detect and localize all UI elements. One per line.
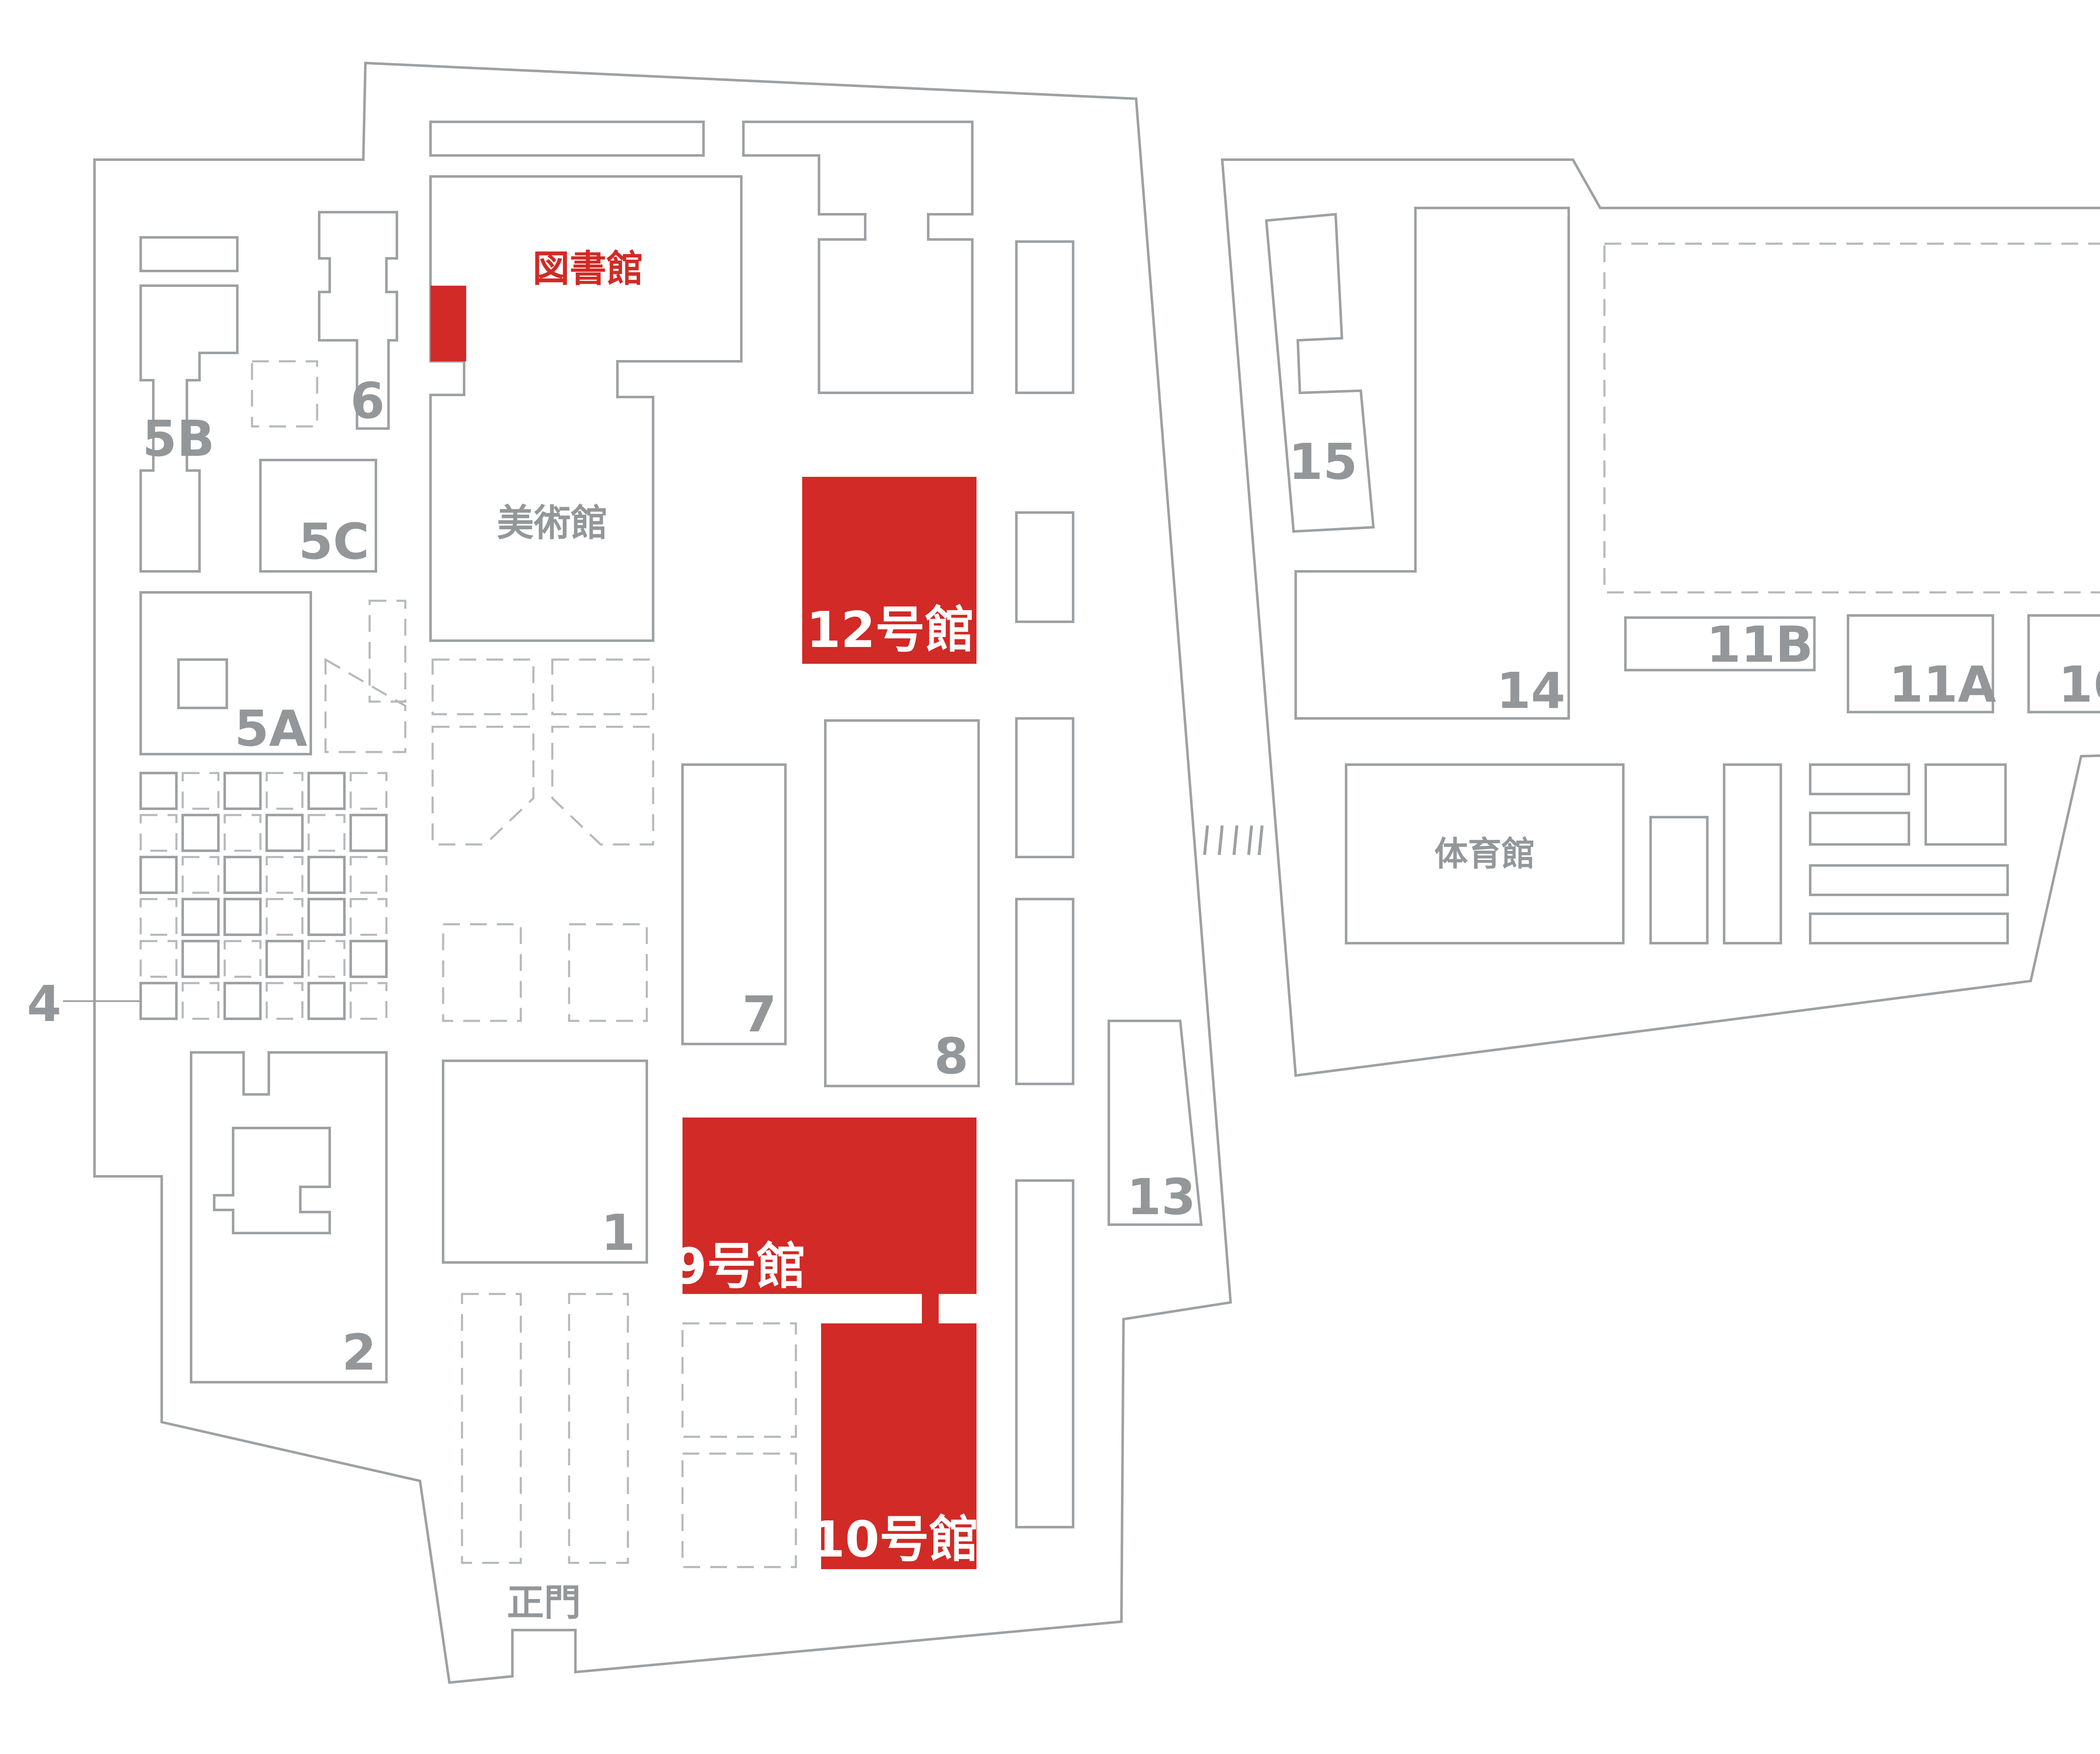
label-1: 1 — [601, 1204, 635, 1262]
building-east-strip-2 — [1809, 812, 1910, 846]
building-5b-top — [139, 236, 239, 272]
building-dashed-5b-6 — [251, 360, 318, 428]
crosswalk-marks — [1203, 825, 1264, 855]
building-14 — [1294, 207, 1570, 720]
building-11a — [1847, 614, 1994, 713]
building-museum — [429, 175, 743, 642]
building-2-court — [213, 1127, 331, 1234]
building-east-small-2 — [1723, 763, 1782, 944]
label-9: 9号館 — [672, 1237, 806, 1295]
label-11b: 11B — [1706, 615, 1813, 673]
building-east-small-1 — [1649, 816, 1709, 944]
building-5b — [139, 284, 239, 573]
label-13: 13 — [1127, 1168, 1196, 1226]
label-16: 16 — [2058, 655, 2100, 713]
building-13 — [1108, 1020, 1203, 1226]
building-east-column-3 — [1015, 717, 1074, 858]
label-11a: 11A — [1889, 655, 1996, 713]
building-1 — [442, 1060, 648, 1264]
building-11b — [1624, 616, 1816, 671]
label-gym: 体育館 — [1434, 834, 1535, 873]
building-east-strip-4 — [1809, 913, 2009, 944]
label-library: 図書館 — [533, 247, 643, 290]
building-east-column-1 — [1015, 240, 1074, 394]
east-campus-boundary — [1221, 158, 2100, 1077]
label-5c: 5C — [299, 513, 370, 571]
building-5a-court — [177, 658, 228, 709]
main-campus-boundary — [93, 61, 1232, 1684]
label-6: 6 — [350, 372, 385, 430]
label-2: 2 — [342, 1323, 376, 1381]
label-14: 14 — [1496, 662, 1565, 720]
label-5a: 5A — [234, 699, 307, 757]
label-5b: 5B — [142, 410, 215, 468]
building-10 — [821, 1323, 976, 1569]
library-marker — [430, 286, 466, 361]
building-12 — [802, 477, 976, 664]
label-8: 8 — [934, 1027, 969, 1085]
label-museum: 美術館 — [497, 501, 608, 544]
label-7: 7 — [742, 985, 777, 1043]
building-east-column-2 — [1015, 511, 1074, 623]
building-15 — [1265, 213, 1375, 533]
label-main-gate: 正門 — [507, 1581, 581, 1624]
building-9 — [682, 1118, 976, 1323]
building-top-strip — [429, 121, 705, 157]
building-east-strip-1 — [1809, 763, 1910, 795]
building-gym — [1345, 763, 1625, 944]
building-east-square — [1924, 763, 2007, 846]
building-16 — [2027, 614, 2100, 713]
building-4-grid — [139, 772, 388, 1020]
label-10: 10号館 — [811, 1510, 979, 1568]
building-7 — [681, 763, 787, 1045]
label-12: 12号館 — [806, 601, 974, 659]
building-5c — [259, 459, 377, 573]
plaza-dashed-structures — [324, 600, 797, 1568]
label-15: 15 — [1289, 433, 1357, 491]
label-4: 4 — [27, 975, 61, 1033]
field-dashed-area — [1603, 242, 2100, 594]
building-east-column-5 — [1015, 1179, 1074, 1528]
building-east-column-4 — [1015, 898, 1074, 1085]
building-8 — [824, 719, 980, 1087]
building-top-right — [742, 121, 974, 394]
building-6 — [318, 211, 398, 430]
building-east-strip-3 — [1809, 864, 2009, 896]
